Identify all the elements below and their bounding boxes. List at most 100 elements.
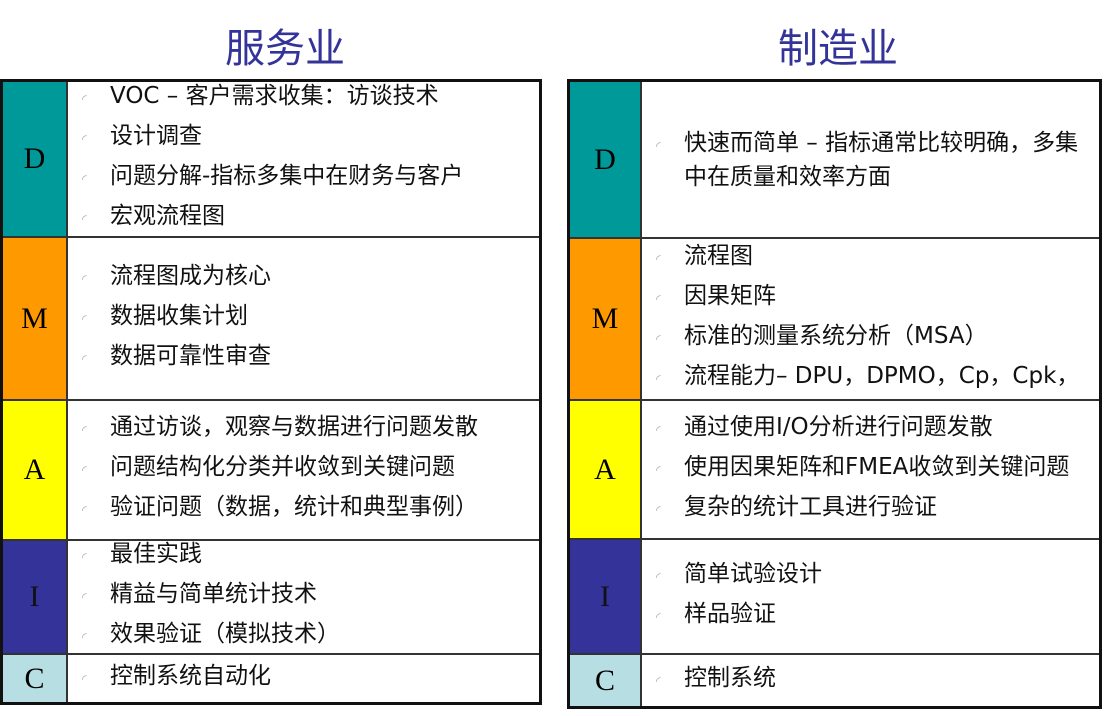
bullet-icon: ◜ [82,463,87,477]
phase-row-a: A ◜ 通过使用I/O分析进行问题发散 ◜ 使用因果矩阵和FMEA收敛到关键问题 ◜复杂的… [570,401,1099,540]
bullet-icon: ◜ [656,673,661,688]
item-text: 样品验证 [684,600,776,627]
list-item: ◜ VOC – 客户需求收集：访谈技术 [82,79,531,119]
list-item: ◜ 控制系统自动化 [82,659,531,699]
list-item: ◜ 问题结构化分类并收敛到关键问题 [82,450,531,490]
phase-row-i: I◜最佳实践◜精益与简单统计技术◜效果验证（模拟技术） [3,541,539,655]
phase-cell: ◜ 控制系统 [642,655,1099,706]
phase-letter: C [3,655,68,702]
item-text: 通过使用I/O分析进行问题发散 [684,413,993,440]
bullet-icon: ◜ [656,252,661,266]
item-text: 快速而简单 – 指标通常比较明确，多集中在质量和效率方面 [684,129,1079,190]
item-text: 问题结构化分类并收敛到关键问题 [110,454,455,480]
service-title: 服务业 [225,26,345,72]
phase-letter: M [570,239,642,399]
bullet-icon: ◜ [82,311,87,326]
phase-letter: D [570,82,642,237]
service-dmaic-table: D ◜ VOC – 客户需求收集：访谈技术 ◜ 设计调查 ◜ 问题分解-指标多集中在财务与客… [0,79,542,705]
bullet-icon: ◜ [82,630,87,644]
bullet-icon: ◜ [82,503,87,517]
bullet-icon: ◜ [82,92,87,106]
item-text: 设计调查 [110,123,202,149]
item-text: 最佳实践 [110,541,202,567]
list-item: ◜ 验证问题（数据，统计和典型事例） [82,490,531,530]
item-text: 验证问题（数据，统计和典型事例） [110,494,478,520]
list-item: ◜简单试验设计 [656,557,1091,597]
phase-row-a: A◜通过访谈，观察与数据进行问题发散◜问题结构化分类并收敛到关键问题◜验证问题（… [3,401,539,541]
phase-cell: ◜ 控制系统自动化 [68,655,539,702]
item-text: 效果验证（模拟技术） [110,621,340,647]
list-item: ◜ 设计调查 [82,119,531,159]
list-item: ◜ 样品验证 [656,597,1091,637]
list-item: ◜ 数据可靠性审查 [82,339,531,379]
manufacturing-title: 制造业 [778,26,898,72]
phase-letter: D [3,82,68,236]
bullet-icon: ◜ [656,292,661,306]
list-item: ◜ 因果矩阵 [656,279,1091,319]
item-text: 宏观流程图 [110,203,225,229]
list-item: ◜ 宏观流程图 [82,199,531,239]
phase-letter: M [3,238,68,399]
phase-cell: ◜快速而简单 – 指标通常比较明确，多集中在质量和效率方面 [642,82,1099,237]
phase-row-c: C ◜ 控制系统 [570,655,1099,706]
bullet-icon: ◜ [82,172,87,186]
bullet-icon: ◜ [82,590,87,604]
phase-letter: A [570,401,642,538]
phase-cell: ◜ VOC – 客户需求收集：访谈技术 ◜ 设计调查 ◜ 问题分解-指标多集中在财务与客户… [68,82,539,236]
bullet-icon: ◜ [656,422,661,437]
item-text: 问题分解-指标多集中在财务与客户 [110,163,464,189]
item-text: VOC – 客户需求收集：访谈技术 [110,83,439,109]
bullet-icon: ◜ [82,132,87,146]
list-item: ◜ 标准的测量系统分析（MSA） [656,319,1091,359]
item-text: 流程能力– DPU，DPMO，Cp，Cpk， [684,363,1080,389]
item-text: 使用因果矩阵和FMEA收敛到关键问题 [684,453,1070,480]
phase-letter: I [570,540,642,653]
item-text: 标准的测量系统分析（MSA） [684,323,988,349]
list-item: ◜ 通过使用I/O分析进行问题发散 [656,410,1091,450]
phase-letter: I [3,541,68,653]
bullet-icon: ◜ [656,502,661,517]
phase-row-d: D ◜ VOC – 客户需求收集：访谈技术 ◜ 设计调查 ◜ 问题分解-指标多集中在财务与客… [3,82,539,238]
phase-letter: A [3,401,68,539]
phase-cell: ◜ 流程图 ◜ 因果矩阵 ◜ 标准的测量系统分析（MSA） ◜ 流程能力– DPU，DPMO，… [642,239,1099,399]
bullet-icon: ◜ [82,212,87,226]
bullet-icon: ◜ [656,462,661,477]
bullet-icon: ◜ [82,423,87,437]
bullet-icon: ◜ [82,671,87,686]
list-item: ◜ 数据收集计划 [82,299,531,339]
phase-row-d: D◜快速而简单 – 指标通常比较明确，多集中在质量和效率方面 [570,82,1099,239]
phase-cell: ◜ 流程图成为核心 ◜ 数据收集计划 ◜ 数据可靠性审查 [68,238,539,399]
list-item: ◜ 问题分解-指标多集中在财务与客户 [82,159,531,199]
phase-row-m: M ◜ 流程图 ◜ 因果矩阵 ◜ 标准的测量系统分析（MSA） ◜ 流程能力– DPU，DPMO… [570,239,1099,401]
list-item: ◜复杂的统计工具进行验证 [656,490,1091,530]
bullet-icon: ◜ [82,271,87,286]
bullet-icon: ◜ [656,332,661,346]
list-item: ◜ 流程图成为核心 [82,259,531,299]
item-text: 流程图 [684,243,753,269]
item-text: 控制系统 [684,664,776,691]
phase-row-c: C ◜ 控制系统自动化 [3,655,539,702]
list-item: ◜ 流程能力– DPU，DPMO，Cp，Cpk， [656,359,1091,399]
phase-row-i: I ◜简单试验设计 ◜ 样品验证 [570,540,1099,655]
bullet-icon: ◜ [82,550,87,564]
list-item: ◜快速而简单 – 指标通常比较明确，多集中在质量和效率方面 [656,126,1091,194]
phase-letter: C [570,655,642,706]
bullet-icon: ◜ [656,372,661,386]
bullet-icon: ◜ [82,351,87,366]
list-item: ◜ 控制系统 [656,661,1091,701]
item-text: 数据可靠性审查 [110,342,271,369]
list-item: ◜ 效果验证（模拟技术） [82,617,531,657]
phase-cell: ◜ 通过使用I/O分析进行问题发散 ◜ 使用因果矩阵和FMEA收敛到关键问题 ◜复杂的统… [642,401,1099,538]
item-text: 数据收集计划 [110,302,248,329]
item-text: 流程图成为核心 [110,262,271,289]
phase-cell: ◜简单试验设计 ◜ 样品验证 [642,540,1099,653]
phase-cell: ◜最佳实践◜精益与简单统计技术◜效果验证（模拟技术） [68,541,539,653]
item-text: 因果矩阵 [684,283,776,309]
list-item: ◜通过访谈，观察与数据进行问题发散 [82,410,531,450]
item-text: 控制系统自动化 [110,662,271,689]
item-text: 简单试验设计 [684,560,822,587]
list-item: ◜ 使用因果矩阵和FMEA收敛到关键问题 [656,450,1091,490]
bullet-icon: ◜ [656,609,661,624]
list-item: ◜ 最佳实践 [82,537,531,577]
